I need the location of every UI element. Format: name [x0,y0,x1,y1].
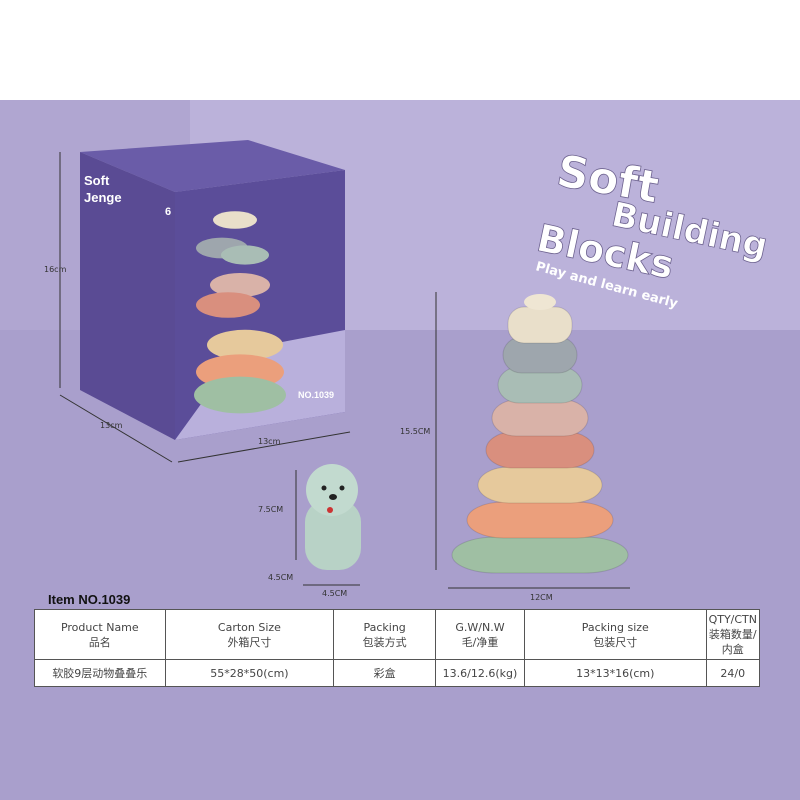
cell-carton-size: 55*28*50(cm) [164,659,335,687]
cell-packing: 彩盒 [333,659,436,687]
box-height-label: 16cm [44,265,67,274]
cell-weight: 13.6/12.6(kg) [435,659,525,687]
box-width-label: 13cm [258,437,281,446]
box-model: NO.1039 [298,390,334,400]
stack-height-label: 15.5CM [400,427,430,436]
animal-width-label: 4.5CM [322,589,347,598]
stack-ring [507,306,573,344]
animal-height-label: 7.5CM [258,505,283,514]
stack-ring [491,399,589,437]
box-ring-image [194,376,286,414]
box-brand-1: Soft [84,173,110,188]
box-ring-image [213,211,257,229]
box-ring-image [221,245,269,265]
stack-ring [451,536,629,574]
box-age: 6 [165,206,171,218]
cell-qty: 24/0 [705,659,761,687]
box-ring-image [207,329,283,361]
animal-figure [305,464,361,570]
stack-ring [477,466,603,504]
table-row: 软胶9层动物叠叠乐 55*28*50(cm) 彩盒 13.6/12.6(kg) … [34,659,761,687]
stack-width-label: 12CM [530,593,553,602]
cell-packing-size: 13*13*16(cm) [523,659,707,687]
stack-ring [485,431,595,469]
item-number: Item NO.1039 [48,592,131,607]
dimension-lines [59,152,630,589]
animal-depth-label: 4.5CM [268,573,293,582]
stack-ring [466,501,614,539]
box-ring-image [196,292,260,318]
stack-peg [524,294,556,310]
box-ring-image [210,273,270,297]
cell-product-name: 软胶9层动物叠叠乐 [34,659,166,687]
box-depth-label: 13cm [100,421,123,430]
box-brand-2: Jenge [84,190,122,205]
